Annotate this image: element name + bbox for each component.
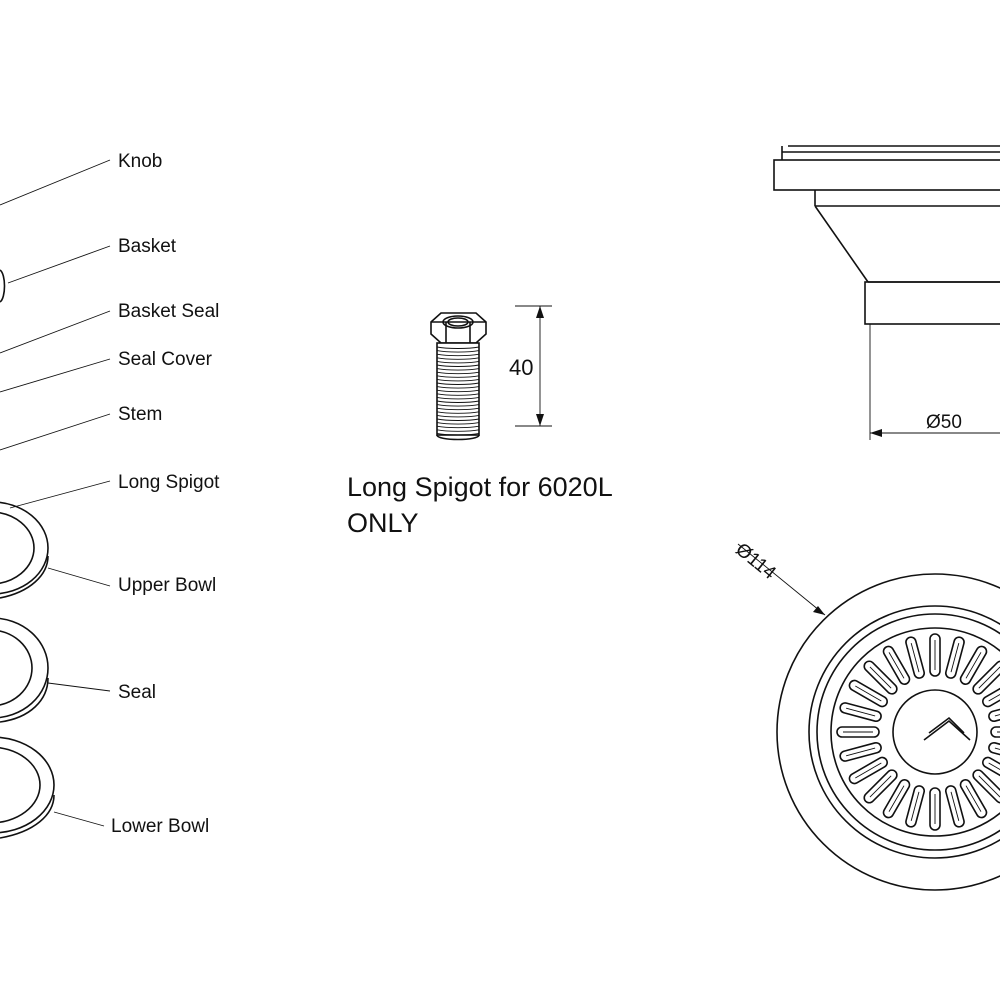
basket-slot <box>972 660 1000 695</box>
basket-slot <box>839 741 882 762</box>
basket-slot <box>990 726 1000 738</box>
label-seal: Seal <box>118 682 157 703</box>
thread-line <box>436 425 480 429</box>
thread-line <box>436 418 480 421</box>
thread-line <box>436 400 480 403</box>
seal-part <box>0 617 49 723</box>
basket-slot <box>982 756 1000 785</box>
thread-line <box>436 407 480 411</box>
label-basket: Basket <box>118 236 177 257</box>
dimension-outlet-diameter: Ø50 <box>926 412 962 433</box>
basket-slot <box>944 785 965 828</box>
thread-line <box>436 429 480 432</box>
label-lower-bowl: Lower Bowl <box>111 816 210 837</box>
basket-slot <box>848 679 888 708</box>
label-knob: Knob <box>118 151 163 172</box>
basket-slot <box>863 769 898 804</box>
thread-line <box>436 368 480 371</box>
thread-line <box>436 414 480 418</box>
basket-slot <box>959 779 988 819</box>
basket-slot <box>929 787 941 831</box>
thread-line <box>436 382 480 385</box>
thread-line <box>436 389 480 393</box>
thread-line <box>436 364 480 367</box>
basket-slot <box>929 633 941 677</box>
thread-line <box>436 357 480 360</box>
basket-slot <box>905 785 926 828</box>
thread-line <box>436 422 480 425</box>
thread-line <box>436 404 480 407</box>
leader-lines <box>0 159 111 827</box>
label-upper-bowl: Upper Bowl <box>118 575 217 596</box>
thread-line <box>436 346 480 349</box>
label-stem: Stem <box>118 404 163 425</box>
plan-view <box>737 543 1000 891</box>
upper-bowl-part <box>0 501 49 599</box>
lower-bowl-part <box>0 736 55 839</box>
basket-slot <box>882 645 911 685</box>
spigot-note-line1: Long Spigot for 6020L <box>347 472 613 502</box>
basket-slot <box>905 636 926 679</box>
thread-line <box>436 411 480 414</box>
thread-line <box>436 360 480 364</box>
thread-line <box>436 386 480 389</box>
exploded-view <box>0 159 111 839</box>
basket-slot <box>972 769 1000 804</box>
label-basket-seal: Basket Seal <box>118 301 220 322</box>
long-spigot-drawing <box>430 312 487 441</box>
label-long-spigot: Long Spigot <box>118 472 220 493</box>
side-elevation <box>773 145 1000 440</box>
basket-slot <box>839 702 882 723</box>
thread-line <box>436 432 480 436</box>
spigot-height-dimension <box>515 305 552 427</box>
spigot-note-line2: ONLY <box>347 508 419 538</box>
thread-line <box>436 393 480 396</box>
thread-line <box>436 375 480 378</box>
basket-slot <box>863 660 898 695</box>
thread-line <box>436 350 480 353</box>
label-seal-cover: Seal Cover <box>118 349 212 370</box>
thread-line <box>436 396 480 400</box>
thread-line <box>436 378 480 382</box>
dimension-spigot-height: 40 <box>509 355 534 380</box>
basket-slot <box>959 645 988 685</box>
basket-slot <box>882 779 911 819</box>
basket-slot <box>836 726 880 738</box>
basket-slot <box>848 756 888 785</box>
thread-line <box>436 371 480 375</box>
basket-slot <box>982 679 1000 708</box>
thread-line <box>436 353 480 357</box>
basket-slot <box>944 636 965 679</box>
knob-part <box>0 269 6 303</box>
